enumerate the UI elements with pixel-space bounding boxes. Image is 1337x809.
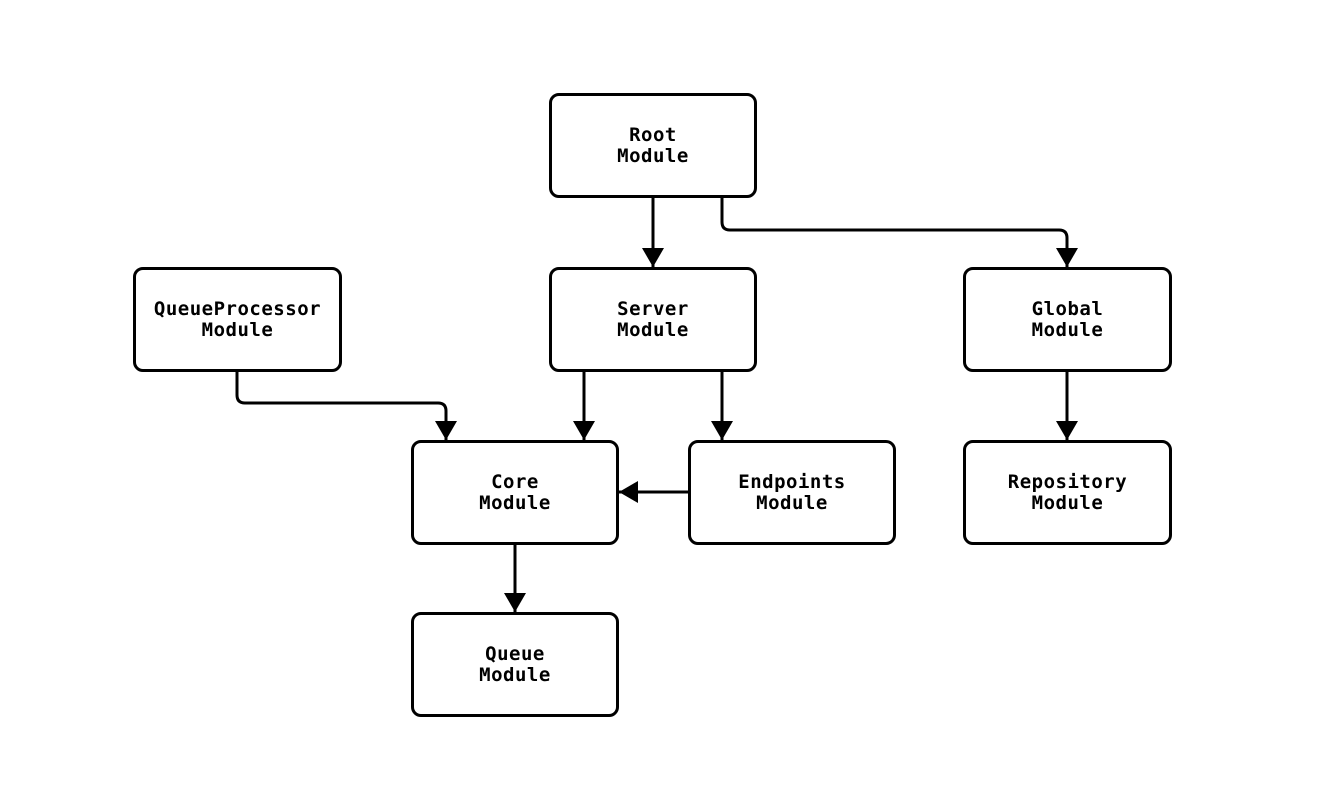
node-label-line: Module — [1031, 491, 1104, 514]
node-label-line: Module — [617, 144, 689, 167]
node-label-line: Module — [1031, 318, 1104, 341]
edge-queueprocessor-core — [235, 372, 457, 440]
node-label-line: Root — [629, 123, 677, 146]
node-label-line: QueueProcessor — [153, 297, 322, 320]
node-label-line: Repository — [1007, 470, 1128, 493]
node-label-line: Endpoints — [738, 470, 846, 493]
node-label-line: Global — [1031, 297, 1104, 320]
node-label-line: Queue — [485, 642, 545, 665]
node-label-line: Module — [201, 318, 274, 341]
node-label-line: Core — [491, 470, 539, 493]
node-label-line: Module — [479, 491, 551, 514]
node-label-line: Server — [617, 297, 689, 320]
node-label-line: Module — [617, 318, 689, 341]
node-label-line: Module — [479, 663, 551, 686]
edge-root-global — [720, 198, 1078, 267]
node-label-line: Module — [756, 491, 828, 514]
